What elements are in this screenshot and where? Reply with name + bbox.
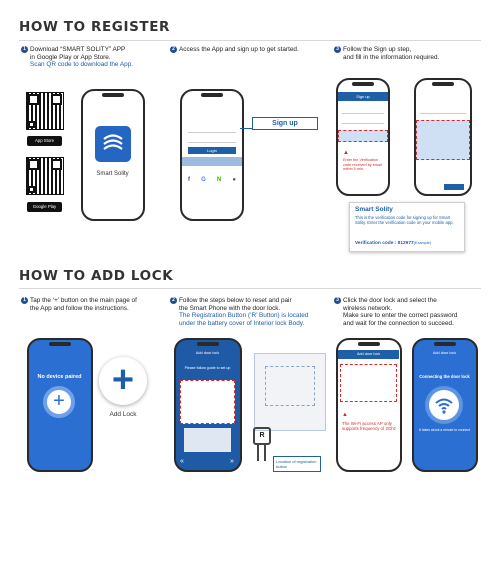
app-store-badge[interactable]: App Store — [27, 136, 62, 146]
phone-wifi-select: Add door lock ▲ The Wi-Fi access AP only… — [336, 338, 402, 472]
step-number: 1 — [21, 46, 28, 53]
phone-setup-guide: Add door lock Please follow guide to set… — [174, 338, 242, 472]
login-button[interactable]: Login — [188, 147, 236, 154]
google-icon[interactable]: G — [201, 177, 206, 183]
wifi-frequency-note: The Wi-Fi access AP only supports freque… — [342, 421, 396, 432]
step-text: Download “SMART SOLITY” APP — [30, 46, 126, 53]
phone-app-icon: Smart Solity — [81, 89, 145, 221]
phone-signup-form: Sign up ▲ Enter the Verification code re… — [336, 78, 390, 196]
connecting-small-text: It takes about a minute to connect — [419, 428, 470, 432]
name-field[interactable] — [420, 108, 466, 114]
no-device-text: No device paired — [37, 374, 82, 380]
lock-body-illustration — [254, 353, 326, 431]
warning-icon: ▲ — [342, 412, 348, 418]
verification-email-card: Smart Solity This is the verification co… — [349, 202, 465, 252]
phone-signup: Login f G N ● — [180, 89, 244, 221]
app-name: Smart Solity — [96, 171, 129, 177]
add-lock-circle[interactable]: + — [99, 357, 147, 405]
google-play-badge[interactable]: Google Play — [27, 202, 62, 212]
wifi-header: Add door lock — [356, 352, 381, 356]
step-text: Click the door lock and select the — [343, 297, 437, 304]
add-lock-label: Add Lock — [109, 411, 137, 418]
username-field[interactable] — [188, 127, 236, 133]
facebook-icon[interactable]: f — [188, 177, 190, 183]
verification-code: Verification code : 812977(Example) — [355, 241, 431, 246]
add-door-lock-header: Add door lock — [195, 351, 220, 355]
email-field[interactable] — [342, 108, 384, 114]
details-highlight — [416, 120, 470, 160]
signup-callout-button[interactable]: Sign up — [252, 117, 318, 130]
step-text: in Google Play or App Store. — [30, 53, 111, 61]
code-note: (Example) — [413, 241, 431, 245]
phone-home: No device paired + — [27, 338, 93, 472]
reset-illustration — [184, 428, 231, 452]
registration-button-location: Location of registration button — [273, 456, 321, 472]
register-title: HOW TO REGISTER — [19, 19, 171, 35]
battery-area — [265, 366, 315, 406]
qr-code-google-play[interactable] — [26, 157, 64, 195]
r-button-icon: R — [253, 427, 271, 445]
step-text: Make sure to enter the correct password — [343, 312, 458, 320]
add-lock-divider — [19, 288, 481, 289]
confirm-button[interactable] — [444, 184, 464, 190]
register-divider — [19, 40, 481, 41]
guide-steps-list — [180, 380, 235, 424]
step-number: 3 — [334, 297, 341, 304]
step-text: the App and follow the instructions. — [30, 304, 129, 312]
wifi-header-bar — [338, 350, 399, 359]
step-number: 3 — [334, 46, 341, 53]
step-text: under the battery cover of Interior lock… — [179, 319, 305, 327]
app-logo-icon[interactable] — [95, 126, 131, 162]
connecting-text: Connecting the door lock — [419, 374, 470, 379]
qr-code-app-store[interactable] — [26, 92, 64, 130]
step-text: Tap the ‘+’ button on the main page of — [30, 297, 137, 304]
step-text: and wait for the connection to succeed. — [343, 319, 454, 327]
password-field[interactable] — [188, 137, 236, 143]
warning-icon: ▲ — [343, 150, 349, 156]
step-number: 2 — [170, 46, 177, 53]
wifi-icon — [429, 390, 459, 420]
code-field[interactable] — [342, 118, 384, 124]
r-button-leg — [257, 445, 259, 461]
add-lock-title: HOW TO ADD LOCK — [19, 268, 174, 284]
phone-connecting: Add door lock Connecting the door lock I… — [412, 338, 478, 472]
email-body: This is the verification code for signin… — [355, 215, 454, 225]
verification-note: Enter the Verification code received by … — [343, 158, 382, 172]
apple-icon[interactable]: ● — [232, 177, 236, 183]
connecting-header: Add door lock — [432, 351, 457, 355]
next-arrow-icon[interactable]: » — [230, 458, 234, 465]
code-label: Verification code : 812977 — [355, 241, 414, 246]
signup-callout-line — [240, 128, 254, 129]
social-login-row: f G N ● — [188, 177, 236, 183]
follow-guide-text: Please follow guide to set up — [184, 366, 231, 370]
add-device-button[interactable]: + — [43, 386, 75, 418]
r-button-leg — [264, 445, 266, 461]
naver-icon[interactable]: N — [216, 177, 222, 183]
step-text: Follow the steps below to reset and pair — [179, 297, 292, 304]
step-text: Access the App and sign up to get starte… — [179, 46, 299, 53]
code-highlight — [338, 130, 388, 142]
step-text: Follow the Sign up step, — [343, 46, 412, 53]
step-number: 2 — [170, 297, 177, 304]
signup-header-bar — [338, 92, 388, 101]
prev-arrow-icon[interactable]: « — [180, 458, 184, 465]
step-text: and fill in the information required. — [343, 53, 440, 61]
step-number: 1 — [21, 297, 28, 304]
signup-link-highlight[interactable] — [182, 157, 242, 166]
step-text: wireless network. — [343, 304, 393, 312]
network-list[interactable] — [340, 364, 397, 402]
step-text: Scan QR code to download the App. — [30, 61, 134, 69]
step-text: The Registration Button (‘R’ Button) is … — [179, 312, 309, 320]
email-title: Smart Solity — [355, 206, 393, 213]
step-text: the Smart Phone with the door lock. — [179, 304, 281, 312]
phone-signup-details — [414, 78, 472, 196]
signup-header: Sign up — [356, 94, 370, 99]
